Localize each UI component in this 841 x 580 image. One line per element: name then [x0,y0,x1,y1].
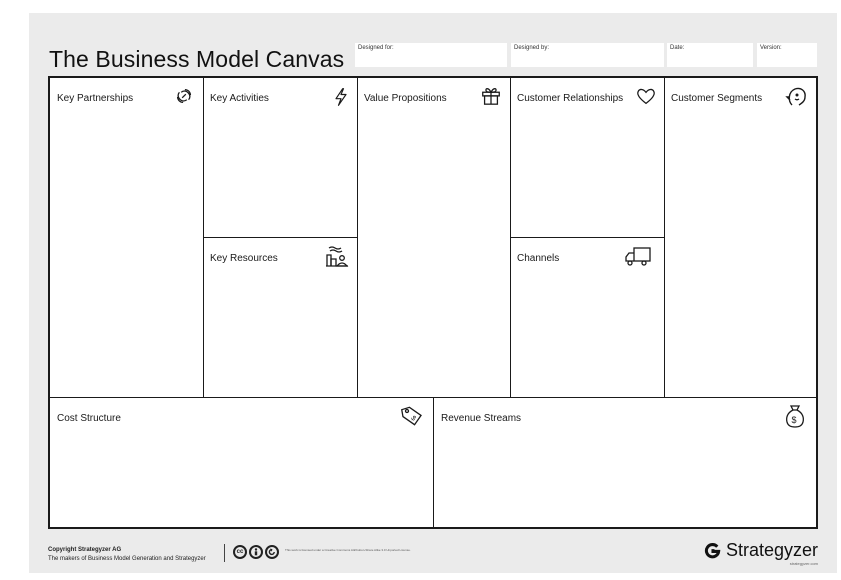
heart-icon [634,85,658,107]
key-resources-label: Key Resources [210,253,278,264]
attribution-icon [249,545,263,559]
key-partnerships-label: Key Partnerships [57,93,134,104]
makers-text: The makers of Business Model Generation … [48,556,206,562]
footer-divider [224,544,225,562]
date-label: Date: [670,45,685,51]
svg-text:$: $ [792,415,797,425]
license-text: This work is licensed under a Creative C… [285,548,411,552]
customer-relationships-label: Customer Relationships [517,93,624,104]
revenue-streams-block[interactable]: Revenue Streams $ [434,398,816,527]
page-title: The Business Model Canvas [49,46,345,72]
share-alike-icon [265,545,279,559]
designed-by-field[interactable]: Designed by: [511,43,664,67]
key-partnerships-block[interactable]: Key Partnerships [50,78,203,397]
divider [357,78,358,397]
strategyzer-mark-icon [704,542,721,559]
strategyzer-logo[interactable]: Strategyzer [704,540,818,560]
divider [433,397,434,527]
channels-block[interactable]: Channels [510,238,664,397]
factory-worker-icon [323,243,349,269]
gift-icon [480,84,502,106]
key-resources-block[interactable]: Key Resources [203,238,357,397]
key-activities-label: Key Activities [210,93,269,104]
lightning-icon [331,86,351,108]
money-bag-icon: $ [784,403,806,429]
key-activities-block[interactable]: Key Activities [203,78,357,237]
revenue-streams-label: Revenue Streams [441,413,522,424]
chain-link-icon [173,85,195,107]
brand-name: Strategyzer [725,540,818,560]
channels-label: Channels [517,253,560,264]
cost-structure-block[interactable]: Cost Structure $ [50,398,433,527]
customer-relationships-block[interactable]: Customer Relationships [510,78,664,237]
cost-structure-label: Cost Structure [57,413,121,424]
cc-icon: cc [233,545,247,559]
designed-for-field[interactable]: Designed for: [355,43,507,67]
version-label: Version: [760,45,782,51]
designed-by-label: Designed by: [514,45,550,51]
footer-credits: Copyright Strategyzer AG The makers of B… [48,546,206,564]
divider [664,78,665,397]
customer-segments-block[interactable]: Customer Segments [664,78,816,397]
price-tag-icon: $ [400,404,424,428]
face-icon [785,85,809,109]
brand-url[interactable]: strategyzer.com [789,561,818,566]
truck-icon [624,244,652,268]
designed-for-label: Designed for: [358,45,394,51]
divider [510,237,664,238]
version-field[interactable]: Version: [757,43,817,67]
copyright-text: Copyright Strategyzer AG [48,547,122,553]
divider [203,237,357,238]
customer-segments-label: Customer Segments [671,93,763,104]
date-field[interactable]: Date: [667,43,753,67]
svg-text:$: $ [409,415,417,423]
canvas-sheet: The Business Model Canvas Designed for: … [29,13,837,573]
value-propositions-label: Value Propositions [364,93,447,104]
business-model-canvas: Key Partnerships Key Activities [48,76,818,529]
value-propositions-block[interactable]: Value Propositions [357,78,510,397]
